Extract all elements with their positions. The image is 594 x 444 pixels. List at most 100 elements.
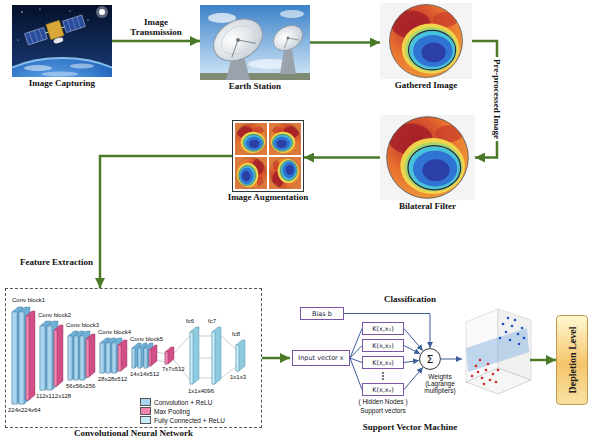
node-label: K(x,x₁) xyxy=(372,325,394,333)
layer-label: fc6 xyxy=(186,318,194,324)
legend-row: Max Pooling xyxy=(140,407,190,415)
annotation: ( Hidden Nodes ) xyxy=(358,398,407,405)
filtered-map-image: Bilateral Filter xyxy=(380,115,475,200)
network-link xyxy=(404,367,423,389)
text-slot: Support Vector Machine xyxy=(363,422,457,432)
filtered-ozone-map xyxy=(380,115,475,200)
text-slot: Image Capturing xyxy=(29,78,95,88)
node-label: Depletion Level xyxy=(567,327,578,394)
legend-swatch xyxy=(140,407,151,415)
network-link xyxy=(350,346,362,359)
augmented-maps xyxy=(235,123,301,189)
input-box: Input vector x xyxy=(292,350,350,366)
caption: Bilateral Filter xyxy=(399,201,456,211)
output-box: Depletion Level xyxy=(556,315,588,405)
text-slot: Σ xyxy=(419,348,441,370)
layer-label: Conv block5 xyxy=(130,336,163,342)
sum-circle: Σ xyxy=(419,348,441,370)
caption: Convolutional Neural Network xyxy=(74,428,193,438)
node-label: Σ xyxy=(427,353,434,366)
layer-label: Conv block3 xyxy=(66,322,99,328)
caption: Support Vector Machine xyxy=(363,422,457,432)
caption: Image Capturing xyxy=(29,78,95,88)
annotation: Weights (Lagrange multipliers) xyxy=(420,373,460,394)
flow-arrow xyxy=(530,359,556,362)
svm-3d-plot xyxy=(466,309,531,394)
edge-label: Pre-processed Image xyxy=(492,57,502,141)
cnn-panel: Convolutional Neural Network xyxy=(5,288,262,428)
bias-box: Bias b xyxy=(300,307,344,320)
caption: Gathered Image xyxy=(395,80,458,90)
dimension-label: 1x1x3 xyxy=(230,374,246,380)
ozone-map-image: Gathered Image xyxy=(380,3,472,79)
satellite-scene xyxy=(12,5,112,77)
svm-panel: ClassificationSupport Vector MachineBias… xyxy=(290,305,530,420)
kernel-ellipsis xyxy=(382,372,384,380)
dimension-label: 14x14x512 xyxy=(130,371,159,377)
node-label: K(x,xₙ) xyxy=(372,386,394,394)
network-link xyxy=(350,329,362,359)
kernel-box: K(x,x₁) xyxy=(362,322,404,335)
layer-label: Conv block4 xyxy=(98,329,131,335)
earth-station-image: Earth Station xyxy=(200,5,310,80)
node-label: K(x,x₂) xyxy=(372,342,394,350)
layer-label: Conv block1 xyxy=(12,297,45,303)
text-slot: Bias b xyxy=(301,308,343,319)
cnn-layers xyxy=(12,307,245,404)
caption: Earth Station xyxy=(229,81,281,91)
network-link xyxy=(350,358,362,390)
satellite-image: Image Capturing xyxy=(12,5,112,77)
caption: Image Augmentation xyxy=(228,192,309,202)
flow-arrow xyxy=(304,156,380,159)
dimension-label: 1x1x4096 xyxy=(188,388,214,394)
network-link xyxy=(404,360,419,362)
legend-swatch xyxy=(140,416,151,424)
text-slot: Depletion Level xyxy=(567,327,578,394)
text-slot: K(x,x₁) xyxy=(363,323,403,334)
kernel-box: K(x,x₃) xyxy=(362,356,404,369)
text-slot: Earth Station xyxy=(229,81,281,91)
flow-arrow xyxy=(262,357,290,360)
node-label: Input vector x xyxy=(298,354,343,362)
text-slot: Input vector x xyxy=(293,351,349,365)
text-slot: K(x,xₙ) xyxy=(363,384,403,395)
dimension-label: 7x7x512 xyxy=(162,366,185,372)
kernel-box: K(x,x₂) xyxy=(362,339,404,352)
dimension-label: 56x56x256 xyxy=(66,383,95,389)
sum-node-outline xyxy=(420,349,441,370)
legend-row: Convolution + ReLU xyxy=(140,398,212,406)
legend-row: Fully Connected + ReLU xyxy=(140,416,225,424)
layer-label: fc7 xyxy=(208,318,216,324)
earth-station-scene xyxy=(200,5,310,80)
network-link xyxy=(404,346,420,354)
layer-label: fc8 xyxy=(232,331,240,337)
dimension-label: 224x224x64 xyxy=(8,407,41,413)
legend-text: Max Pooling xyxy=(154,408,190,415)
dimension-label: 112x112x128 xyxy=(36,393,71,399)
caption: Classification xyxy=(384,294,436,304)
annotation: Support vectors xyxy=(360,407,406,414)
legend-swatch xyxy=(140,398,151,406)
flow-arrow xyxy=(100,156,232,288)
legend-text: Convolution + ReLU xyxy=(154,399,212,406)
sum-to-plot-arrow xyxy=(441,359,462,360)
text-slot: Convolutional Neural Network xyxy=(74,428,193,438)
text-slot: Gathered Image xyxy=(395,80,458,90)
node-label: K(x,x₃) xyxy=(372,359,394,367)
node-label: Bias b xyxy=(312,310,332,318)
text-slot: K(x,x₃) xyxy=(363,357,403,368)
augmentation-panel: Image Augmentation xyxy=(232,120,304,192)
text-slot: Image Augmentation xyxy=(228,192,309,202)
dimension-label: 28x28x512 xyxy=(98,376,127,382)
text-slot: K(x,x₂) xyxy=(363,340,403,351)
ozone-map xyxy=(380,3,472,79)
layer-label: Conv block2 xyxy=(38,312,71,318)
text-slot: Bilateral Filter xyxy=(399,201,456,211)
flow-arrow xyxy=(112,40,200,43)
kernel-box: K(x,xₙ) xyxy=(362,383,404,396)
edge-label: Feature Extraction xyxy=(18,257,95,267)
text-slot: Classification xyxy=(384,294,436,304)
